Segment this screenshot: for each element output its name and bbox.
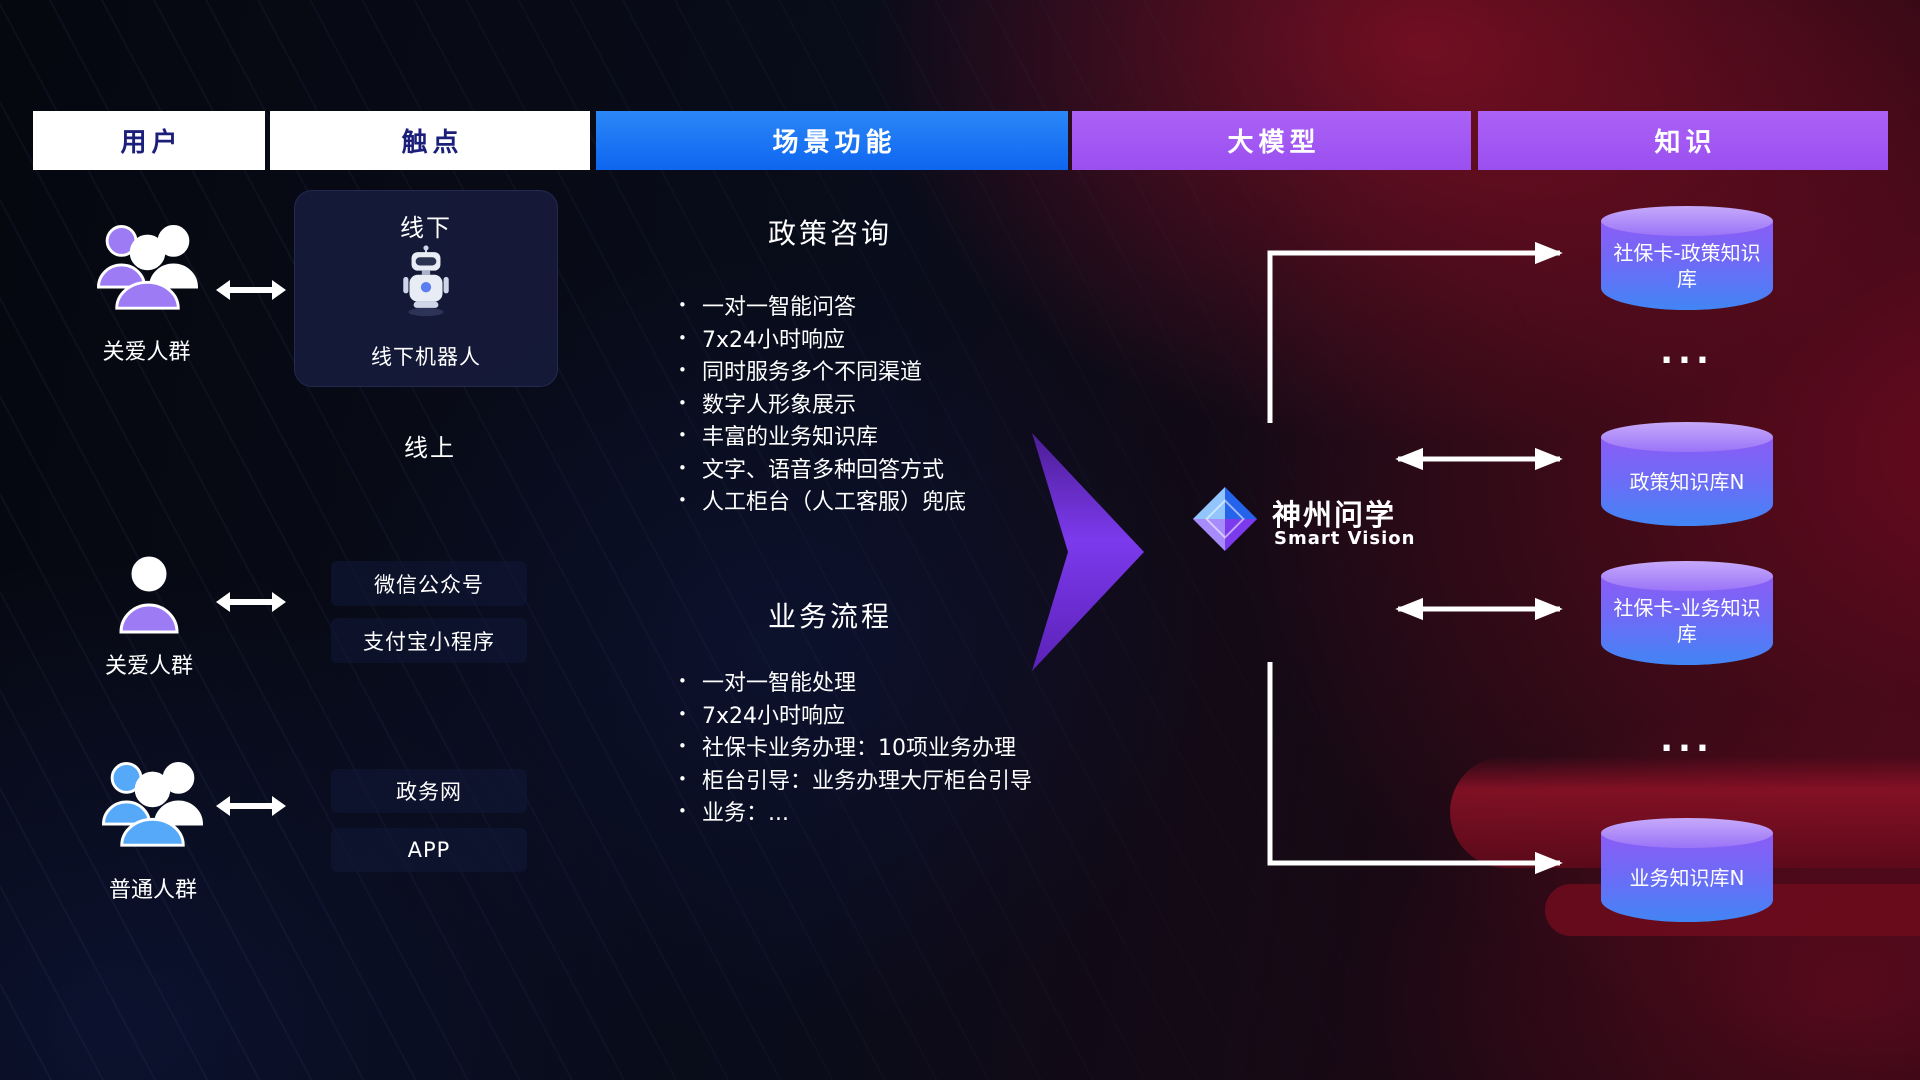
bullet-text: 人工柜台（人工客服）兜底 [702,490,967,516]
database-cylinder: 业务知识库N [1601,818,1773,922]
bullet-item: • 一对一智能处理 [678,665,1108,698]
bullet-dot: • [678,328,687,347]
header-col-knowledge: 知识 [1478,111,1888,170]
double-arrow-icon [216,796,286,816]
bullet-dot: • [678,704,687,723]
robot-icon [403,245,449,317]
bullet-item: • 社保卡业务办理：10项业务办理 [678,730,1108,763]
bullet-text: 7x24小时响应 [702,703,846,729]
header-col-users: 用户 [33,111,265,170]
bullet-dot: • [678,361,687,380]
touchpoint-alipay: 支付宝小程序 [331,618,527,663]
touchpoint-app: APP [331,828,527,872]
header-col-scene: 场景功能 [596,111,1068,170]
bullet-text: 数字人形象展示 [702,392,857,418]
cylinder-top [1601,422,1773,452]
database-label: 社保卡-政策知识库 [1613,240,1761,291]
bullet-item: • 数字人形象展示 [678,387,1108,420]
database-label: 业务知识库N [1629,865,1745,890]
bullet-item: • 人工柜台（人工客服）兜底 [678,484,1108,517]
touchpoint-gov: 政务网 [331,769,527,813]
header-label: 大模型 [1227,128,1321,158]
bullet-item: • 7x24小时响应 [678,322,1108,355]
bullet-text: 丰富的业务知识库 [702,425,879,451]
arrow-model-to-db1 [1267,241,1563,423]
header-label: 知识 [1654,128,1717,158]
bullet-item: • 柜台引导：业务办理大厅柜台引导 [678,763,1108,796]
offline-caption: 线下机器人 [371,345,481,369]
bullet-dot: • [678,802,687,821]
scene-bullet-list: • 一对一智能处理 • 7x24小时响应 • 社保卡业务办理：10项业务办理 • 柜台引… [678,665,1108,828]
header-col-touchpoints: 触点 [270,111,590,170]
bullet-item: • 丰富的业务知识库 [678,419,1108,452]
double-arrow-icon [216,280,286,300]
double-arrow-icon [216,592,286,612]
cylinder-top [1601,561,1773,591]
bullet-dot: • [678,672,687,691]
header-label: 场景功能 [772,128,897,158]
header-col-model: 大模型 [1072,111,1471,170]
bullet-item: • 业务：... [678,795,1108,828]
bullet-text: 社保卡业务办理：10项业务办理 [702,736,1016,762]
bullet-item: • 一对一智能问答 [678,289,1108,322]
user-label: 普通人群 [108,878,197,903]
bullet-dot: • [678,737,687,756]
group-people-icon [97,225,198,310]
bullet-dot: • [678,426,687,445]
database-label: 政策知识库N [1629,469,1745,494]
online-label: 线上 [404,434,456,462]
header-label: 触点 [401,128,464,158]
user-label: 关爱人群 [104,654,193,679]
bullet-text: 文字、语音多种回答方式 [702,457,945,483]
database-cylinder: 政策知识库N [1601,422,1773,526]
person-icon [119,556,179,634]
scene-section-title: 业务流程 [767,600,892,633]
bullet-dot: • [678,491,687,510]
group-people-icon [102,762,203,847]
bullet-dot: • [678,296,687,315]
bullet-item: • 7x24小时响应 [678,698,1108,731]
bullet-text: 一对一智能问答 [702,295,857,321]
database-cylinder: 社保卡-政策知识库 [1601,206,1773,310]
bullet-text: 柜台引导：业务办理大厅柜台引导 [702,768,1033,794]
touchpoint-wechat: 微信公众号 [331,561,527,606]
brand-name: 神州问学 [1272,498,1397,532]
offline-touchpoint-card: 线下 线下机器人 [294,190,558,387]
bullet-dot: • [678,393,687,412]
brand-subtitle: Smart Vision [1274,528,1416,549]
bullet-text: 同时服务多个不同渠道 [702,360,923,386]
bullet-item: • 同时服务多个不同渠道 [678,354,1108,387]
bullet-text: 一对一智能处理 [702,671,857,697]
database-cylinder: 社保卡-业务知识库 [1601,561,1773,665]
ellipsis-text: ... [1660,720,1714,760]
cylinder-top [1601,206,1773,236]
cylinder-top [1601,818,1773,848]
ellipsis-text: ... [1660,332,1714,372]
header-label: 用户 [120,128,183,158]
bullet-dot: • [678,769,687,788]
bullet-text: 7x24小时响应 [702,327,846,353]
brand-diamond-icon [1192,486,1258,552]
user-label: 关爱人群 [102,340,191,365]
bullet-text: 业务：... [702,801,789,827]
database-label: 社保卡-业务知识库 [1613,595,1761,646]
scene-bullet-list: •一对一智能问答 •7x24小时响应 •同时服务多个不同渠道 •数字人形象展示 … [678,289,1108,517]
offline-title: 线下 [400,214,452,242]
scene-section-title: 政策咨询 [767,217,892,250]
flow-arrow-icon [1032,433,1144,671]
bullet-item: • 文字、语音多种回答方式 [678,452,1108,485]
bullet-dot: • [678,458,687,477]
